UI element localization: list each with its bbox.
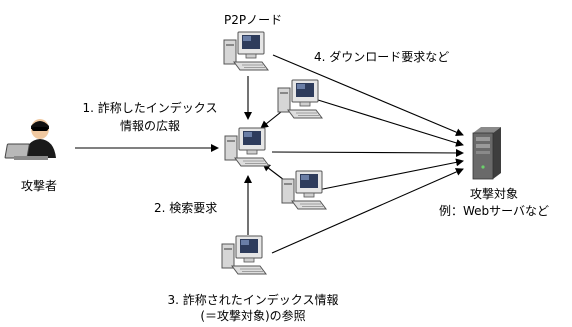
target-label-line2: 例：Webサーバなど: [438, 204, 550, 218]
arrow-bottom-node-to-server: [271, 168, 464, 254]
connectors: [75, 54, 464, 254]
computer-icon: [224, 127, 270, 167]
step3-label-line2: (＝攻撃対象)の参照: [200, 309, 306, 323]
attacker-person-icon: [4, 119, 56, 160]
arrow-top-node-to-server: [272, 54, 464, 136]
p2p-node-label: P2Pノード: [224, 13, 283, 27]
computer-icon: [281, 170, 327, 210]
target-label-line1: 攻撃対象: [469, 187, 518, 201]
attacker-label: 攻撃者: [21, 179, 58, 193]
computer-icon: [277, 79, 323, 119]
arrow-lower-node-to-server: [317, 158, 464, 191]
step1-label-line1: 1. 詐称したインデックス: [82, 101, 218, 115]
arrow-upper-node-to-server: [317, 99, 464, 147]
server-tower-icon: [472, 127, 501, 180]
step4-label: 4. ダウンロード要求など: [314, 50, 450, 64]
arrow-center-node-to-server: [271, 148, 464, 157]
step3-label-line1: 3. 詐称されたインデックス情報: [167, 293, 339, 307]
step2-label: 2. 検索要求: [154, 201, 218, 215]
computer-icon: [221, 235, 267, 275]
step1-label-line2: 情報の広報: [119, 119, 180, 133]
computer-icon: [223, 31, 269, 71]
